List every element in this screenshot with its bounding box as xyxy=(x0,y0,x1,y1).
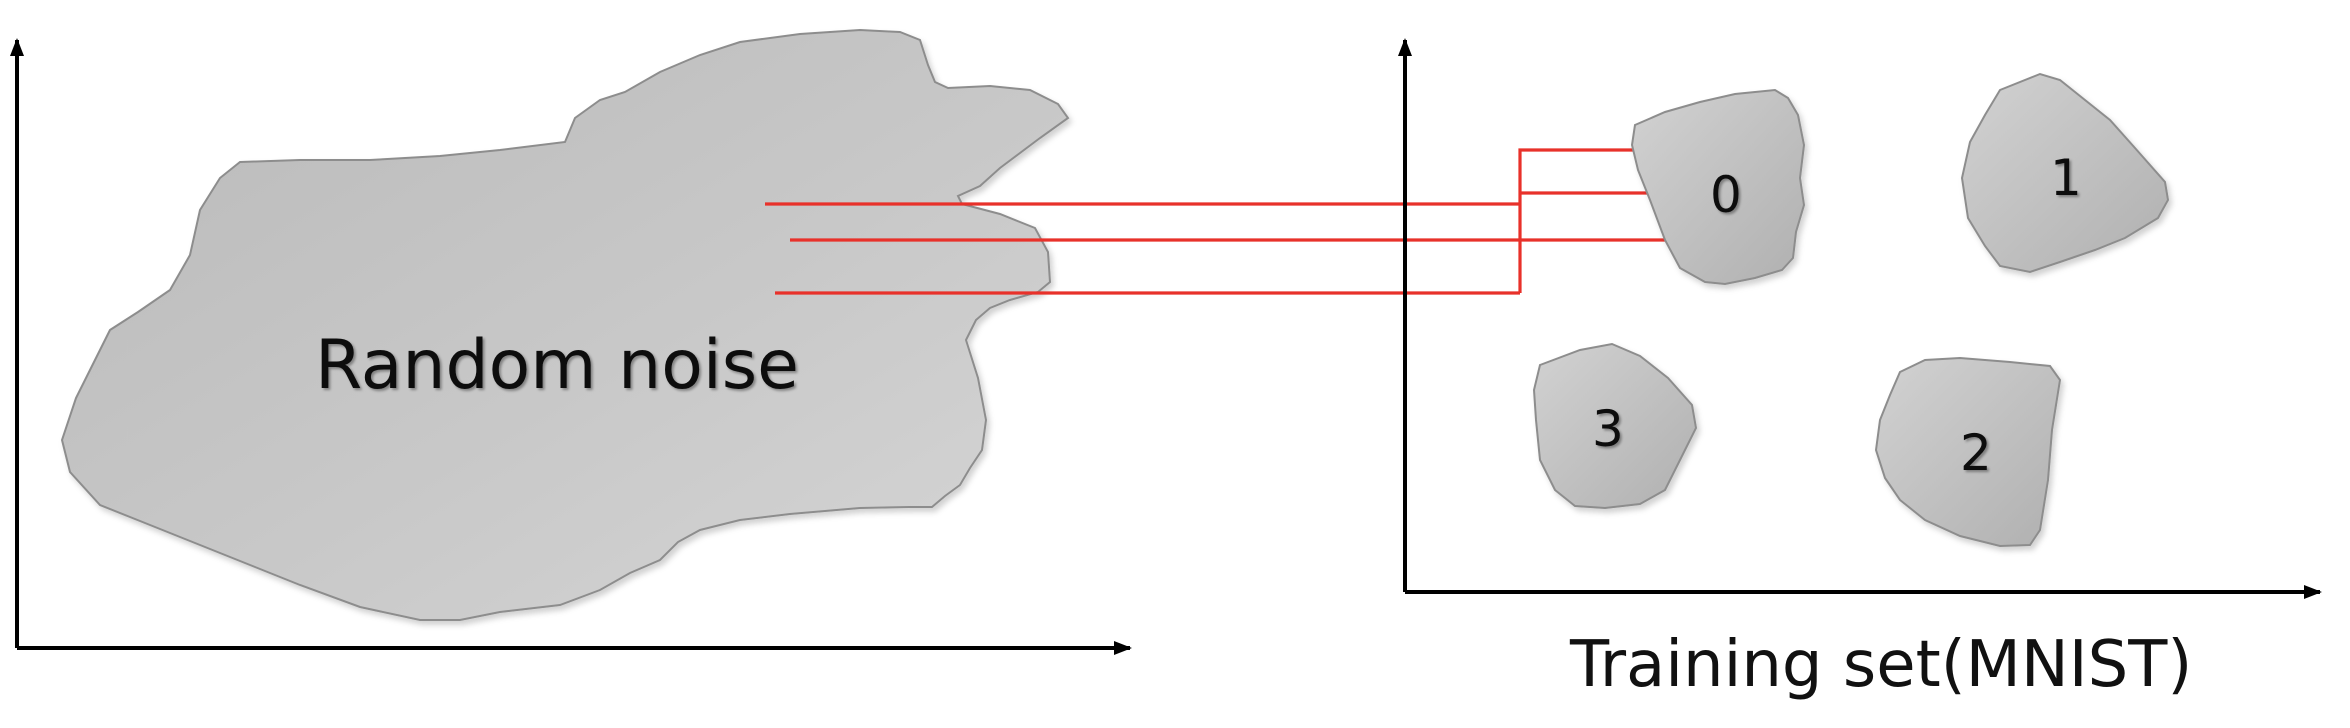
cluster-3-blob xyxy=(1532,342,1698,510)
random-noise-blob xyxy=(60,28,1070,621)
digit-cluster-2: 2 xyxy=(1874,356,2062,548)
training-set-caption: Training set(MNIST) xyxy=(1569,628,2192,702)
digit-cluster-0: 0 xyxy=(1630,88,1806,286)
cluster-2-blob xyxy=(1874,356,2062,548)
cluster-0-blob xyxy=(1630,88,1806,286)
training-set-plot: 0 1 2 3 Training set(MNIST) xyxy=(1398,38,2322,702)
cluster-0-label: 0 xyxy=(1710,166,1742,224)
mapping-arrows xyxy=(765,143,1732,295)
cluster-3-label: 3 xyxy=(1592,400,1624,458)
mapping-arrow-to-upper xyxy=(1518,143,1677,293)
noise-space-plot: Random noise xyxy=(10,28,1132,655)
digit-cluster-3: 3 xyxy=(1532,342,1698,510)
cluster-2-label: 2 xyxy=(1960,424,1992,482)
cluster-1-blob xyxy=(1960,72,2170,274)
digit-cluster-1: 1 xyxy=(1960,72,2170,274)
cluster-1-label: 1 xyxy=(2050,149,2082,207)
random-noise-label: Random noise xyxy=(315,326,799,405)
